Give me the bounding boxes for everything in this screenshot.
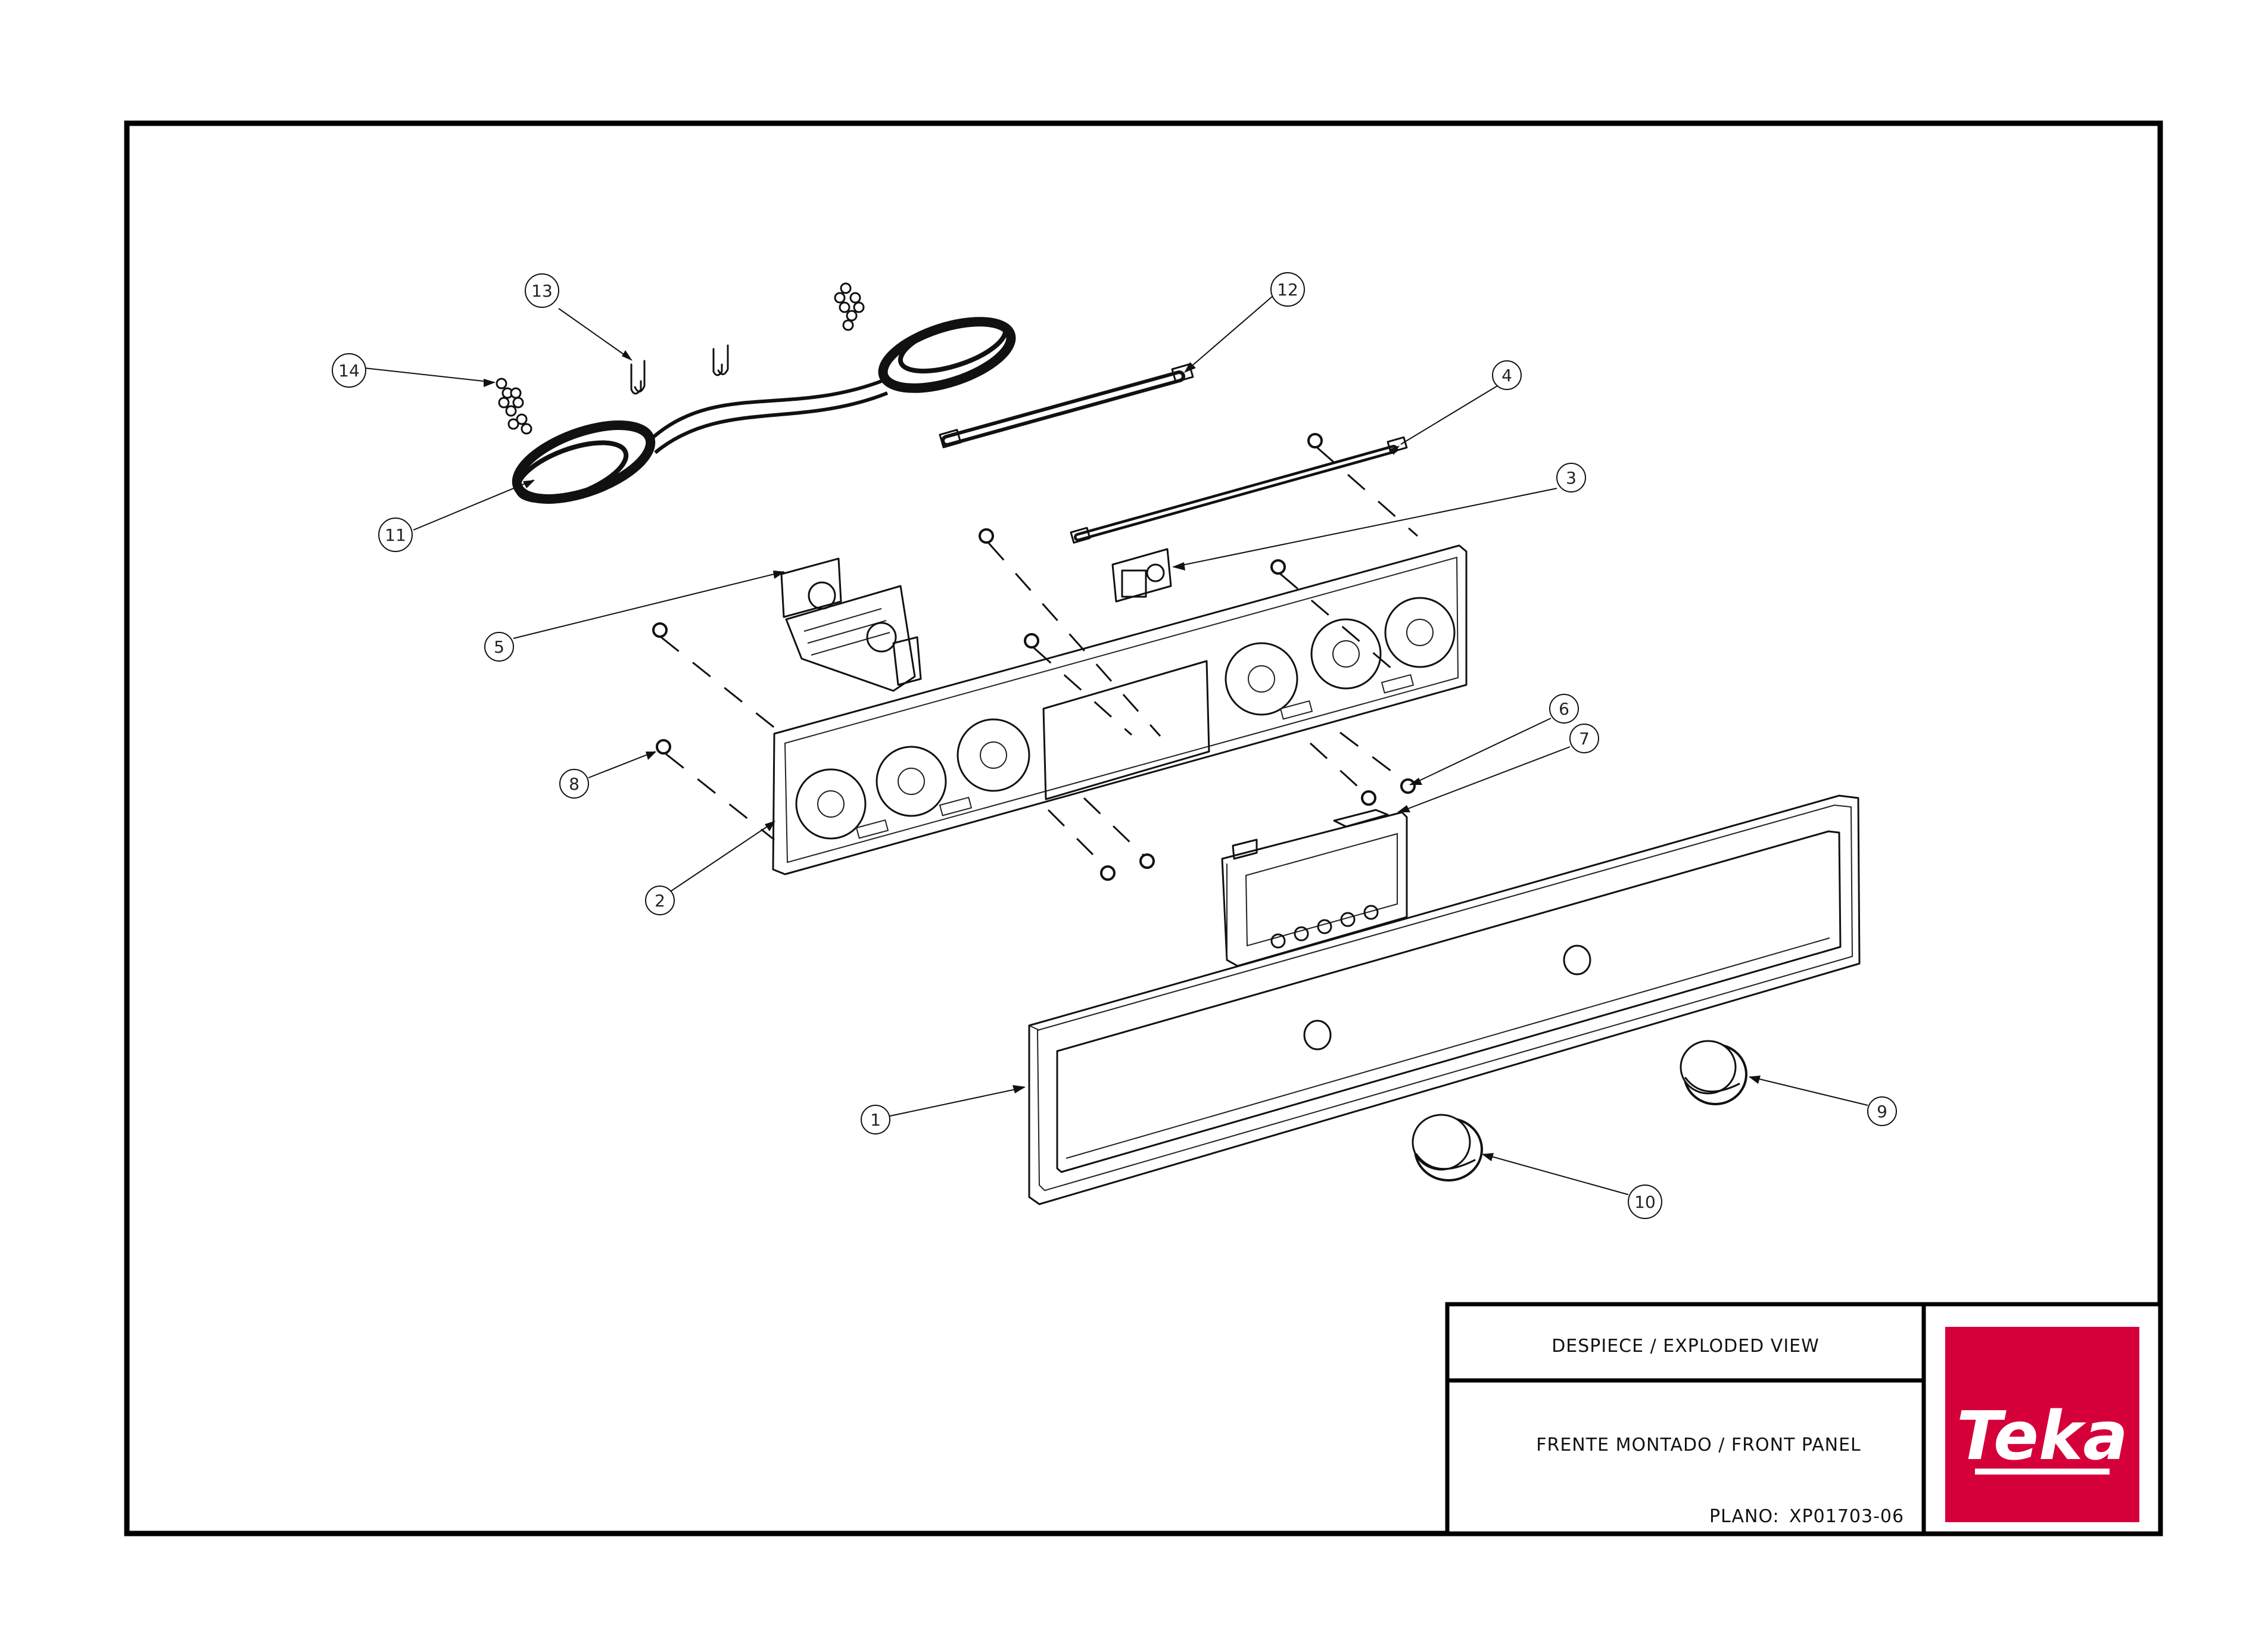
svg-text:8: 8 xyxy=(569,774,580,794)
teka-logo: Teka xyxy=(1945,1327,2139,1522)
mounting-plate-part xyxy=(772,544,1468,875)
bead-chain-part-14 xyxy=(496,378,532,435)
callout-10: 10 xyxy=(1628,1185,1662,1219)
svg-text:2: 2 xyxy=(655,891,665,911)
knob-part-10 xyxy=(1412,1114,1483,1182)
svg-text:9: 9 xyxy=(1877,1102,1887,1121)
callout-3: 3 xyxy=(1556,463,1586,493)
front-panel-part xyxy=(1028,794,1861,1205)
clip-part-13 xyxy=(630,344,729,395)
svg-text:10: 10 xyxy=(1634,1192,1656,1212)
svg-text:13: 13 xyxy=(531,281,553,301)
svg-text:12: 12 xyxy=(1277,280,1298,300)
svg-text:3: 3 xyxy=(1566,468,1577,488)
callout-6: 6 xyxy=(1549,694,1579,724)
rod-part-12 xyxy=(939,363,1194,448)
screw-group xyxy=(652,433,1416,881)
title-block-description: FRENTE MONTADO / FRONT PANEL xyxy=(1536,1435,1861,1455)
svg-text:6: 6 xyxy=(1559,699,1569,719)
callout-5: 5 xyxy=(484,632,514,662)
callout-13: 13 xyxy=(525,273,559,308)
bracket-part xyxy=(1111,548,1172,603)
display-module-part xyxy=(1221,809,1408,967)
wire-harness-part xyxy=(512,317,1016,504)
callout-11: 11 xyxy=(378,518,413,552)
callout-14: 14 xyxy=(332,353,366,388)
rod-part-4 xyxy=(1070,436,1408,544)
drawing-frame xyxy=(124,120,2163,1536)
svg-text:5: 5 xyxy=(494,637,504,657)
svg-text:7: 7 xyxy=(1579,729,1590,749)
plan-number: XP01703-06 xyxy=(1789,1506,1904,1527)
assembly-lines xyxy=(661,447,1418,868)
knob-part-9 xyxy=(1680,1040,1747,1105)
svg-text:11: 11 xyxy=(385,525,406,545)
connector-block-part xyxy=(780,557,922,692)
plan-label: PLANO: xyxy=(1709,1506,1780,1527)
callout-9: 9 xyxy=(1867,1096,1897,1126)
leader-lines xyxy=(364,296,1868,1195)
svg-text:14: 14 xyxy=(338,361,360,381)
callout-12: 12 xyxy=(1270,272,1305,307)
svg-text:1: 1 xyxy=(870,1110,881,1130)
callout-4: 4 xyxy=(1492,360,1522,390)
svg-text:Teka: Teka xyxy=(1957,1398,2128,1475)
callout-7: 7 xyxy=(1569,724,1599,753)
title-block-type: DESPIECE / EXPLODED VIEW xyxy=(1552,1336,1820,1357)
callout-8: 8 xyxy=(559,769,589,799)
callout-2: 2 xyxy=(645,886,675,915)
bead-chain-upper xyxy=(834,282,865,331)
svg-text:4: 4 xyxy=(1501,366,1512,385)
leader-arrows xyxy=(484,350,1761,1161)
callout-1: 1 xyxy=(861,1105,890,1134)
